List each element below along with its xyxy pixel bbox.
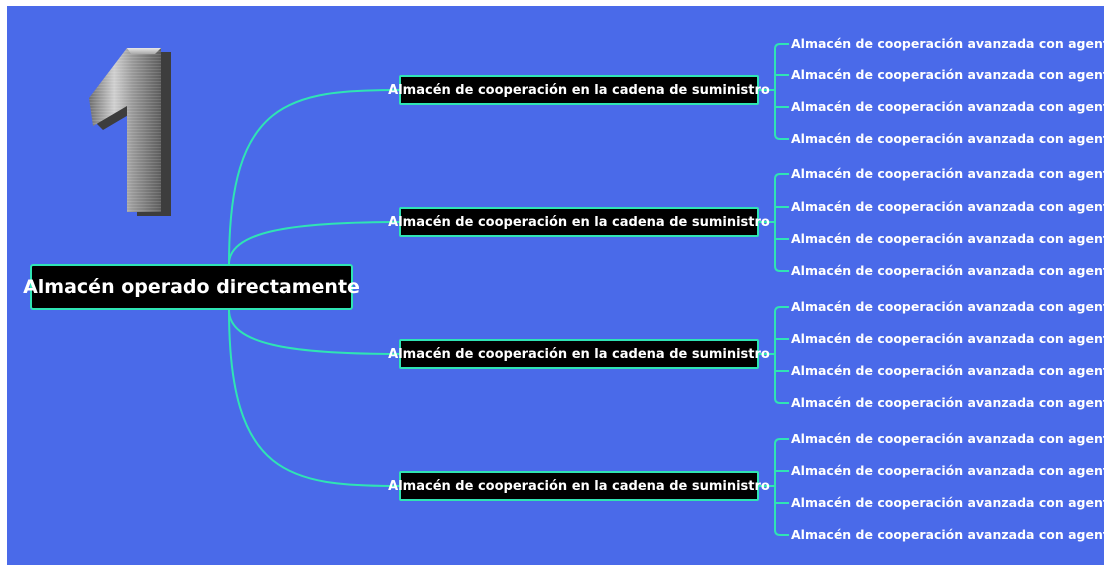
root-node[interactable]: Almacén operado directamente [23,264,360,310]
leaf-bracket [774,43,789,140]
branch-node-label: Almacén de cooperación en la cadena de s… [388,478,770,494]
branch-node-3[interactable]: Almacén de cooperación en la cadena de s… [388,339,770,369]
leaf-node[interactable]: Almacén de cooperación avanzada con agen… [791,527,1104,542]
branch-node-4[interactable]: Almacén de cooperación en la cadena de s… [388,471,770,501]
leaf-node[interactable]: Almacén de cooperación avanzada con agen… [791,67,1104,82]
number-one-icon [87,48,177,222]
leaf-node[interactable]: Almacén de cooperación avanzada con agen… [791,199,1104,214]
root-connector [228,309,400,487]
leaf-node[interactable]: Almacén de cooperación avanzada con agen… [791,36,1104,51]
leaf-node[interactable]: Almacén de cooperación avanzada con agen… [791,331,1104,346]
root-connector [228,309,400,355]
connector-lines [228,43,789,536]
branch-node-2[interactable]: Almacén de cooperación en la cadena de s… [388,207,770,237]
root-node-label: Almacén operado directamente [23,276,360,298]
leaf-bracket [774,306,789,404]
leaf-node[interactable]: Almacén de cooperación avanzada con agen… [791,231,1104,246]
branch-node-label: Almacén de cooperación en la cadena de s… [388,82,770,98]
leaf-node[interactable]: Almacén de cooperación avanzada con agen… [791,463,1104,478]
root-connector [228,221,400,265]
leaf-node[interactable]: Almacén de cooperación avanzada con agen… [791,363,1104,378]
leaf-node[interactable]: Almacén de cooperación avanzada con agen… [791,395,1104,410]
leaf-node[interactable]: Almacén de cooperación avanzada con agen… [791,131,1104,146]
leaf-node[interactable]: Almacén de cooperación avanzada con agen… [791,299,1104,314]
leaf-bracket [774,173,789,272]
branch-node-label: Almacén de cooperación en la cadena de s… [388,214,770,230]
mind-map-canvas: Almacén operado directamente Almacén de … [7,6,1104,565]
leaf-node[interactable]: Almacén de cooperación avanzada con agen… [791,495,1104,510]
branch-node-1[interactable]: Almacén de cooperación en la cadena de s… [388,75,770,105]
branch-node-label: Almacén de cooperación en la cadena de s… [388,346,770,362]
leaf-node[interactable]: Almacén de cooperación avanzada con agen… [791,166,1104,181]
root-connector [228,89,400,265]
leaf-node[interactable]: Almacén de cooperación avanzada con agen… [791,263,1104,278]
leaf-node[interactable]: Almacén de cooperación avanzada con agen… [791,431,1104,446]
leaf-bracket [774,438,789,536]
leaf-node[interactable]: Almacén de cooperación avanzada con agen… [791,99,1104,114]
